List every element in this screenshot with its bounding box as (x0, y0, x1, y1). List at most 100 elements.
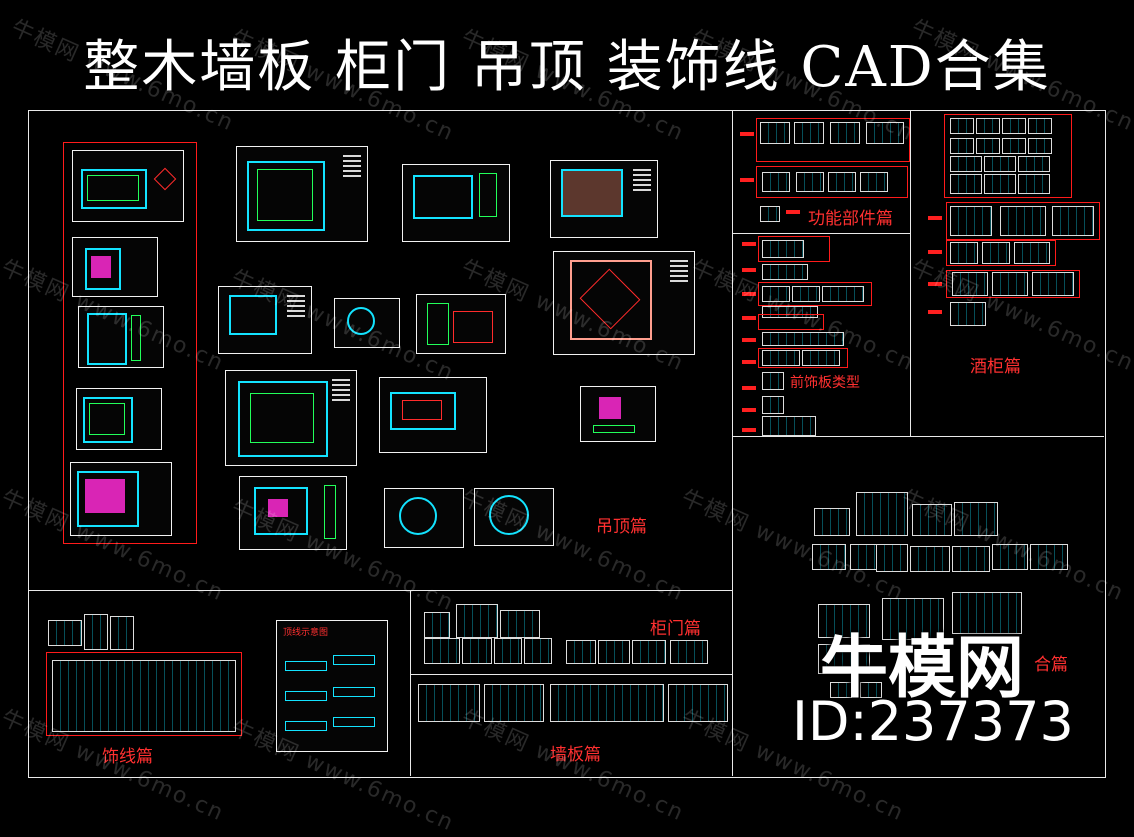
ceiling-sheet (416, 294, 506, 354)
front-panel-sheet (802, 350, 840, 366)
divider-horizontal-bottom (410, 674, 732, 675)
label-ceiling: 吊顶篇 (596, 517, 647, 537)
asset-id: ID:237373 (792, 690, 1074, 753)
partial-sheet (992, 544, 1028, 570)
front-panel-sheet (792, 286, 820, 302)
ceiling-sheet (78, 306, 164, 368)
page-title: 整木墙板 柜门 吊顶 装饰线 CAD合集 (83, 35, 1051, 100)
wine-cabinet-sheet (952, 272, 988, 296)
divider-vertical-topright (910, 110, 911, 436)
cabinet-door-sheet (424, 638, 460, 664)
functional-sheet (828, 172, 856, 192)
section-marker (928, 282, 942, 286)
site-logo: 牛模网 (820, 629, 1025, 708)
divider-vertical-bottom (410, 590, 411, 776)
molding-group-frame (46, 652, 242, 736)
functional-sheet (760, 122, 790, 144)
section-marker (740, 178, 754, 182)
label-wine-cabinet: 酒柜篇 (970, 357, 1021, 377)
divider-vertical-right (732, 110, 733, 776)
wine-cabinet-sheet (950, 206, 992, 236)
divider-horizontal-right (732, 436, 1104, 437)
ceiling-sheet (72, 237, 158, 297)
cabinet-door-sheet (494, 638, 522, 664)
divider-horizontal-left (28, 590, 732, 591)
section-marker (742, 268, 756, 272)
partial-sheet (912, 504, 952, 536)
front-panel-sheet (762, 332, 844, 346)
molding-detail-title: 顶线示意图 (283, 628, 329, 638)
partial-sheet (860, 682, 882, 698)
wine-cabinet-sheet (1052, 206, 1094, 236)
wall-panel-sheet (418, 684, 480, 722)
partial-sheet (1030, 544, 1068, 570)
wall-panel-sheet (550, 684, 664, 722)
ceiling-sheet (72, 150, 184, 222)
partial-sheet (952, 546, 990, 572)
section-marker (928, 216, 942, 220)
wine-cabinet-sheet (950, 174, 982, 194)
section-marker (928, 250, 942, 254)
section-marker (740, 132, 754, 136)
partial-sheet (882, 598, 944, 640)
front-panel-sheet (762, 350, 800, 366)
ceiling-sheet (580, 386, 656, 442)
ceiling-column-frame (63, 142, 197, 544)
section-marker (742, 338, 756, 342)
ceiling-sheet (384, 488, 464, 548)
front-panel-group-frame (758, 314, 824, 330)
front-panel-group-frame (758, 282, 872, 306)
wine-cabinet-sheet (950, 118, 974, 134)
wine-cabinet-sheet (1000, 206, 1046, 236)
ceiling-sheet (379, 377, 487, 453)
section-marker (742, 316, 756, 320)
label-partial-section: 合篇 (1034, 655, 1068, 675)
wall-panel-sheet (484, 684, 544, 722)
front-panel-sheet (762, 396, 784, 414)
wine-cabinet-group-frame (944, 114, 1072, 198)
cabinet-door-sheet (500, 610, 540, 638)
ceiling-sheet (225, 370, 357, 466)
wine-cabinet-group-frame (946, 240, 1056, 266)
wall-panel-sheet (668, 684, 728, 722)
section-marker (742, 242, 756, 246)
molding-sheet (110, 616, 134, 650)
functional-sheet (760, 206, 780, 222)
partial-sheet (952, 592, 1022, 634)
ceiling-sheet (553, 251, 695, 355)
functional-group-frame (756, 118, 910, 162)
functional-sheet (796, 172, 824, 192)
cabinet-door-sheet (598, 640, 630, 664)
section-marker (742, 428, 756, 432)
cabinet-door-sheet (424, 612, 450, 638)
front-panel-sheet (822, 286, 864, 302)
partial-sheet (812, 544, 846, 570)
ceiling-sheet (334, 298, 400, 348)
wine-cabinet-sheet (976, 138, 1000, 154)
wine-cabinet-sheet (1018, 174, 1050, 194)
front-panel-sheet (762, 240, 804, 258)
front-panel-sheet (762, 372, 784, 390)
wine-cabinet-sheet (950, 156, 982, 172)
wine-cabinet-sheet (1028, 138, 1052, 154)
wine-cabinet-sheet (982, 242, 1010, 264)
ceiling-sheet (402, 164, 510, 242)
functional-sheet (762, 172, 790, 192)
functional-group-frame (756, 166, 908, 198)
wine-cabinet-sheet (1018, 156, 1050, 172)
wine-cabinet-sheet (976, 118, 1000, 134)
label-functional-parts: 功能部件篇 (808, 209, 893, 229)
divider-functional (732, 233, 910, 234)
section-marker (742, 360, 756, 364)
ceiling-sheet (236, 146, 368, 242)
partial-sheet (818, 644, 870, 674)
partial-sheet (910, 546, 950, 572)
wine-cabinet-group-frame (946, 202, 1100, 240)
wine-cabinet-sheet (984, 156, 1016, 172)
partial-sheet (814, 508, 850, 536)
ceiling-sheet (550, 160, 658, 238)
ceiling-sheet (70, 462, 172, 536)
partial-sheet (830, 682, 852, 698)
cabinet-door-sheet (632, 640, 666, 664)
wine-cabinet-sheet (950, 138, 974, 154)
